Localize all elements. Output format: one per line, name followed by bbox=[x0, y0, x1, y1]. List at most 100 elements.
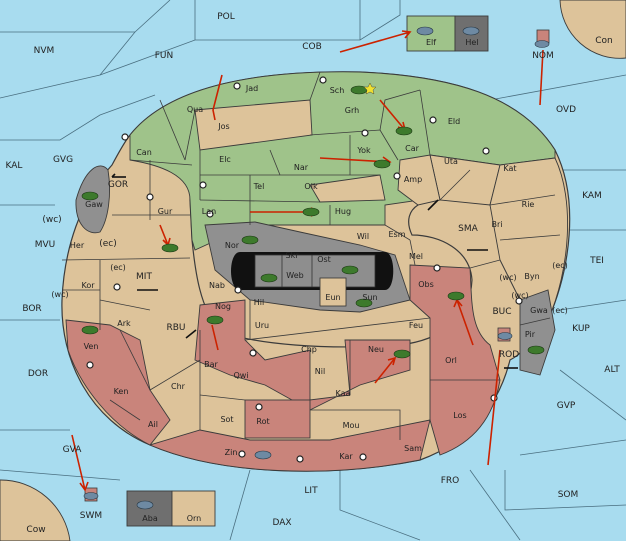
coast-label: (ec) bbox=[110, 263, 126, 272]
label-mou: Mou bbox=[343, 421, 360, 430]
label-bor: BOR bbox=[22, 304, 41, 314]
label-aba: Aba bbox=[142, 514, 158, 523]
label-nog: Nog bbox=[215, 302, 231, 311]
label-dax: DAX bbox=[272, 518, 291, 528]
label-rod: ROD bbox=[499, 350, 519, 360]
label-ail: Ail bbox=[148, 420, 158, 429]
label-hil: Hil bbox=[254, 298, 264, 307]
label-eld: Eld bbox=[448, 117, 460, 126]
label-zin: Zin bbox=[225, 448, 238, 457]
label-skr: Skr bbox=[286, 251, 300, 260]
label-can: Can bbox=[136, 148, 152, 157]
label-sun: Sun bbox=[362, 293, 377, 302]
supply-centers bbox=[86, 76, 523, 463]
region-cow[interactable] bbox=[0, 479, 71, 541]
label-bri: Bri bbox=[492, 220, 503, 229]
label-olk: Olk bbox=[304, 182, 318, 191]
label-rbu: RBU bbox=[166, 323, 185, 333]
label-gwa: Gwa bbox=[530, 306, 548, 315]
label-qwi: Qwi bbox=[233, 371, 248, 380]
label-gor: GOR bbox=[108, 180, 128, 190]
label-ven: Ven bbox=[84, 342, 99, 351]
region-rose-east bbox=[409, 264, 501, 456]
label-kup: KUP bbox=[572, 324, 590, 334]
label-car: Car bbox=[405, 144, 419, 153]
label-uru: Uru bbox=[255, 321, 269, 330]
label-amp: Amp bbox=[404, 175, 422, 184]
label-uta: Uta bbox=[444, 157, 458, 166]
label-wil: Wil bbox=[357, 232, 369, 241]
coast-label: (wc) bbox=[499, 273, 516, 282]
region-eun[interactable] bbox=[319, 277, 347, 307]
label-fro: FRO bbox=[441, 476, 460, 486]
label-gvg: GVG bbox=[53, 155, 73, 165]
region-amp[interactable] bbox=[397, 154, 441, 206]
label-wc: (wc) bbox=[42, 215, 61, 225]
label-byn: Byn bbox=[524, 272, 539, 281]
label-mit: MIT bbox=[136, 272, 152, 282]
label-swm: SWM bbox=[80, 511, 102, 521]
label-nil: Nil bbox=[315, 367, 325, 376]
label-los: Los bbox=[453, 411, 466, 420]
label-kal: KAL bbox=[6, 161, 23, 171]
label-cow: Cow bbox=[26, 525, 45, 535]
label-jos: Jos bbox=[217, 122, 229, 131]
label-jad: Jad bbox=[245, 84, 258, 93]
label-yok: Yok bbox=[356, 146, 371, 155]
region-boundaries bbox=[61, 71, 561, 440]
label-web: Web bbox=[286, 271, 303, 280]
label-tei: TEI bbox=[589, 256, 604, 266]
region-rot[interactable] bbox=[244, 399, 311, 439]
label-sma: SMA bbox=[458, 224, 478, 234]
label-kor: Kor bbox=[81, 281, 95, 290]
label-gvp: GVP bbox=[557, 401, 576, 411]
region-con[interactable] bbox=[559, 0, 626, 59]
label-som: SOM bbox=[558, 490, 579, 500]
label-sam: Sam bbox=[404, 444, 422, 453]
label-bar: Bar bbox=[204, 360, 218, 369]
label-sot: Sot bbox=[220, 415, 233, 424]
label-rie: Rie bbox=[522, 200, 535, 209]
capital-star-icon bbox=[363, 82, 377, 95]
label-orl: Orl bbox=[445, 356, 457, 365]
label-ec: (ec) bbox=[99, 239, 117, 249]
label-eun: Eun bbox=[325, 293, 340, 302]
region-olk[interactable] bbox=[309, 174, 386, 203]
label-sch: Sch bbox=[330, 86, 345, 95]
label-hel: Hel bbox=[465, 38, 478, 47]
label-feu: Feu bbox=[409, 321, 423, 330]
label-nvm: NVM bbox=[34, 46, 55, 56]
label-qua: Qua bbox=[187, 105, 203, 114]
label-ovd: OVD bbox=[556, 105, 576, 115]
label-her: Her bbox=[70, 241, 85, 250]
region-orn[interactable] bbox=[171, 490, 216, 527]
label-gur: Gur bbox=[158, 207, 173, 216]
label-esm: Esm bbox=[388, 230, 405, 239]
coast-label: (ec) bbox=[552, 306, 568, 315]
label-alt: ALT bbox=[604, 365, 620, 375]
label-kaa: Kaa bbox=[336, 389, 351, 398]
coast-label: (wc) bbox=[51, 290, 68, 299]
label-neu: Neu bbox=[368, 345, 384, 354]
coast-label: (ec) bbox=[552, 261, 568, 270]
label-kar: Kar bbox=[339, 452, 353, 461]
label-chp: Chp bbox=[301, 345, 317, 354]
channel-markers bbox=[111, 173, 518, 369]
label-cob: COB bbox=[302, 42, 322, 52]
label-ark: Ark bbox=[117, 319, 131, 328]
label-kam: KAM bbox=[582, 191, 602, 201]
label-elf: Elf bbox=[426, 38, 436, 47]
label-rot: Rot bbox=[256, 417, 269, 426]
label-chr: Chr bbox=[171, 382, 186, 391]
label-elc: Elc bbox=[219, 155, 231, 164]
fleet-units bbox=[83, 26, 550, 510]
label-buc: BUC bbox=[492, 307, 511, 317]
label-con: Con bbox=[595, 36, 613, 46]
label-ost: Ost bbox=[317, 255, 331, 264]
region-gwa-pir[interactable] bbox=[519, 289, 556, 376]
label-nar: Nar bbox=[294, 163, 309, 172]
label-gaw: Gaw bbox=[85, 200, 103, 209]
